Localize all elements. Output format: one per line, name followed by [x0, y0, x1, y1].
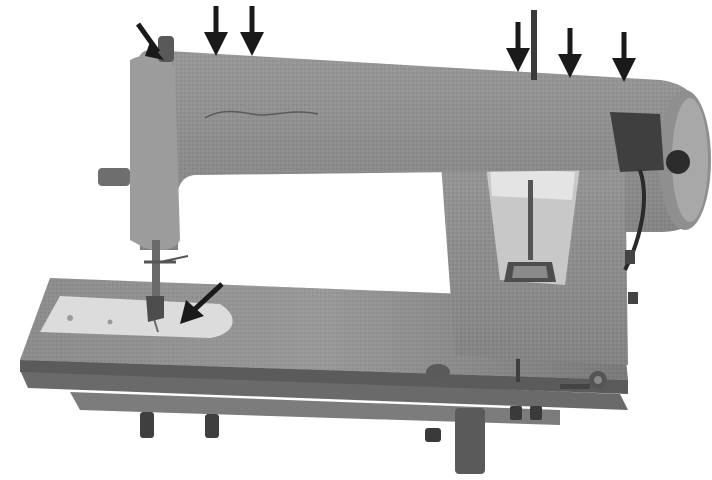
machine-base	[20, 370, 628, 474]
arrow-oil-hole-5	[612, 32, 636, 82]
face-plate	[130, 54, 180, 250]
needle-assembly	[144, 240, 189, 322]
arrow-oil-hole-4	[558, 28, 582, 78]
arrow-oil-hole-1	[204, 6, 228, 56]
arrow-spool-pin	[135, 22, 164, 60]
bobbin-winder	[610, 112, 664, 172]
arrow-bed	[180, 282, 224, 324]
thread-guide-rod	[531, 10, 537, 80]
logo-mark	[204, 110, 319, 119]
machine-arm	[98, 10, 711, 304]
stitch-knob	[98, 168, 130, 186]
arrow-oil-hole-3	[506, 22, 530, 72]
spool-pin	[158, 36, 174, 62]
machine-pillar	[440, 150, 628, 365]
arrow-oil-hole-2	[240, 6, 264, 56]
annotation-arrows	[135, 6, 636, 324]
